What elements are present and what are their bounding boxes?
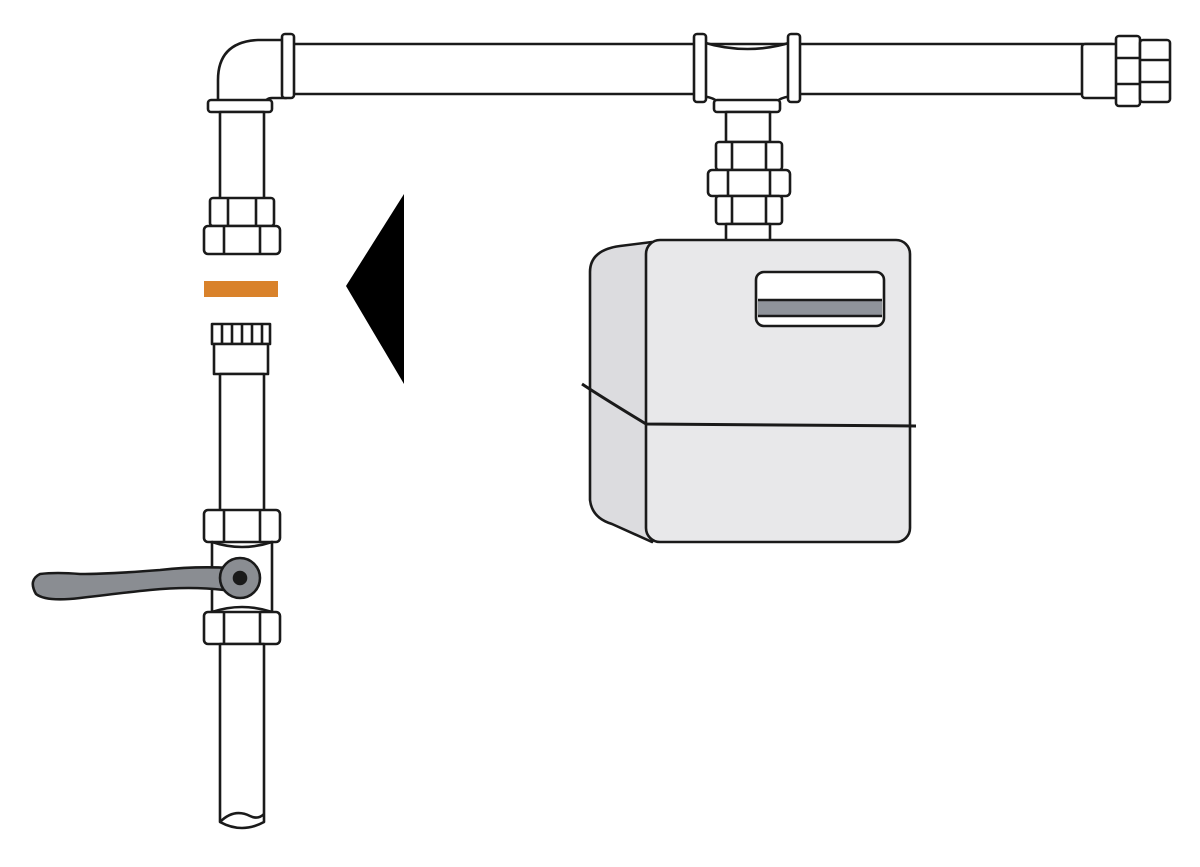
gasket-washer bbox=[204, 281, 278, 297]
left-upper-union-nut bbox=[202, 196, 282, 256]
meter-connection-pipe bbox=[706, 110, 792, 244]
left-bottom-pipe bbox=[218, 642, 266, 830]
threaded-pipe-end bbox=[210, 322, 272, 376]
tee-fitting bbox=[692, 32, 802, 114]
elbow-fitting bbox=[206, 32, 296, 114]
left-middle-pipe bbox=[218, 372, 266, 514]
valve-handle-lever bbox=[31, 556, 262, 601]
triangle-left-arrow bbox=[346, 194, 404, 384]
gas-meter-icon bbox=[581, 238, 917, 544]
left-upper-pipe bbox=[218, 110, 266, 202]
right-union-nut bbox=[1080, 34, 1172, 108]
